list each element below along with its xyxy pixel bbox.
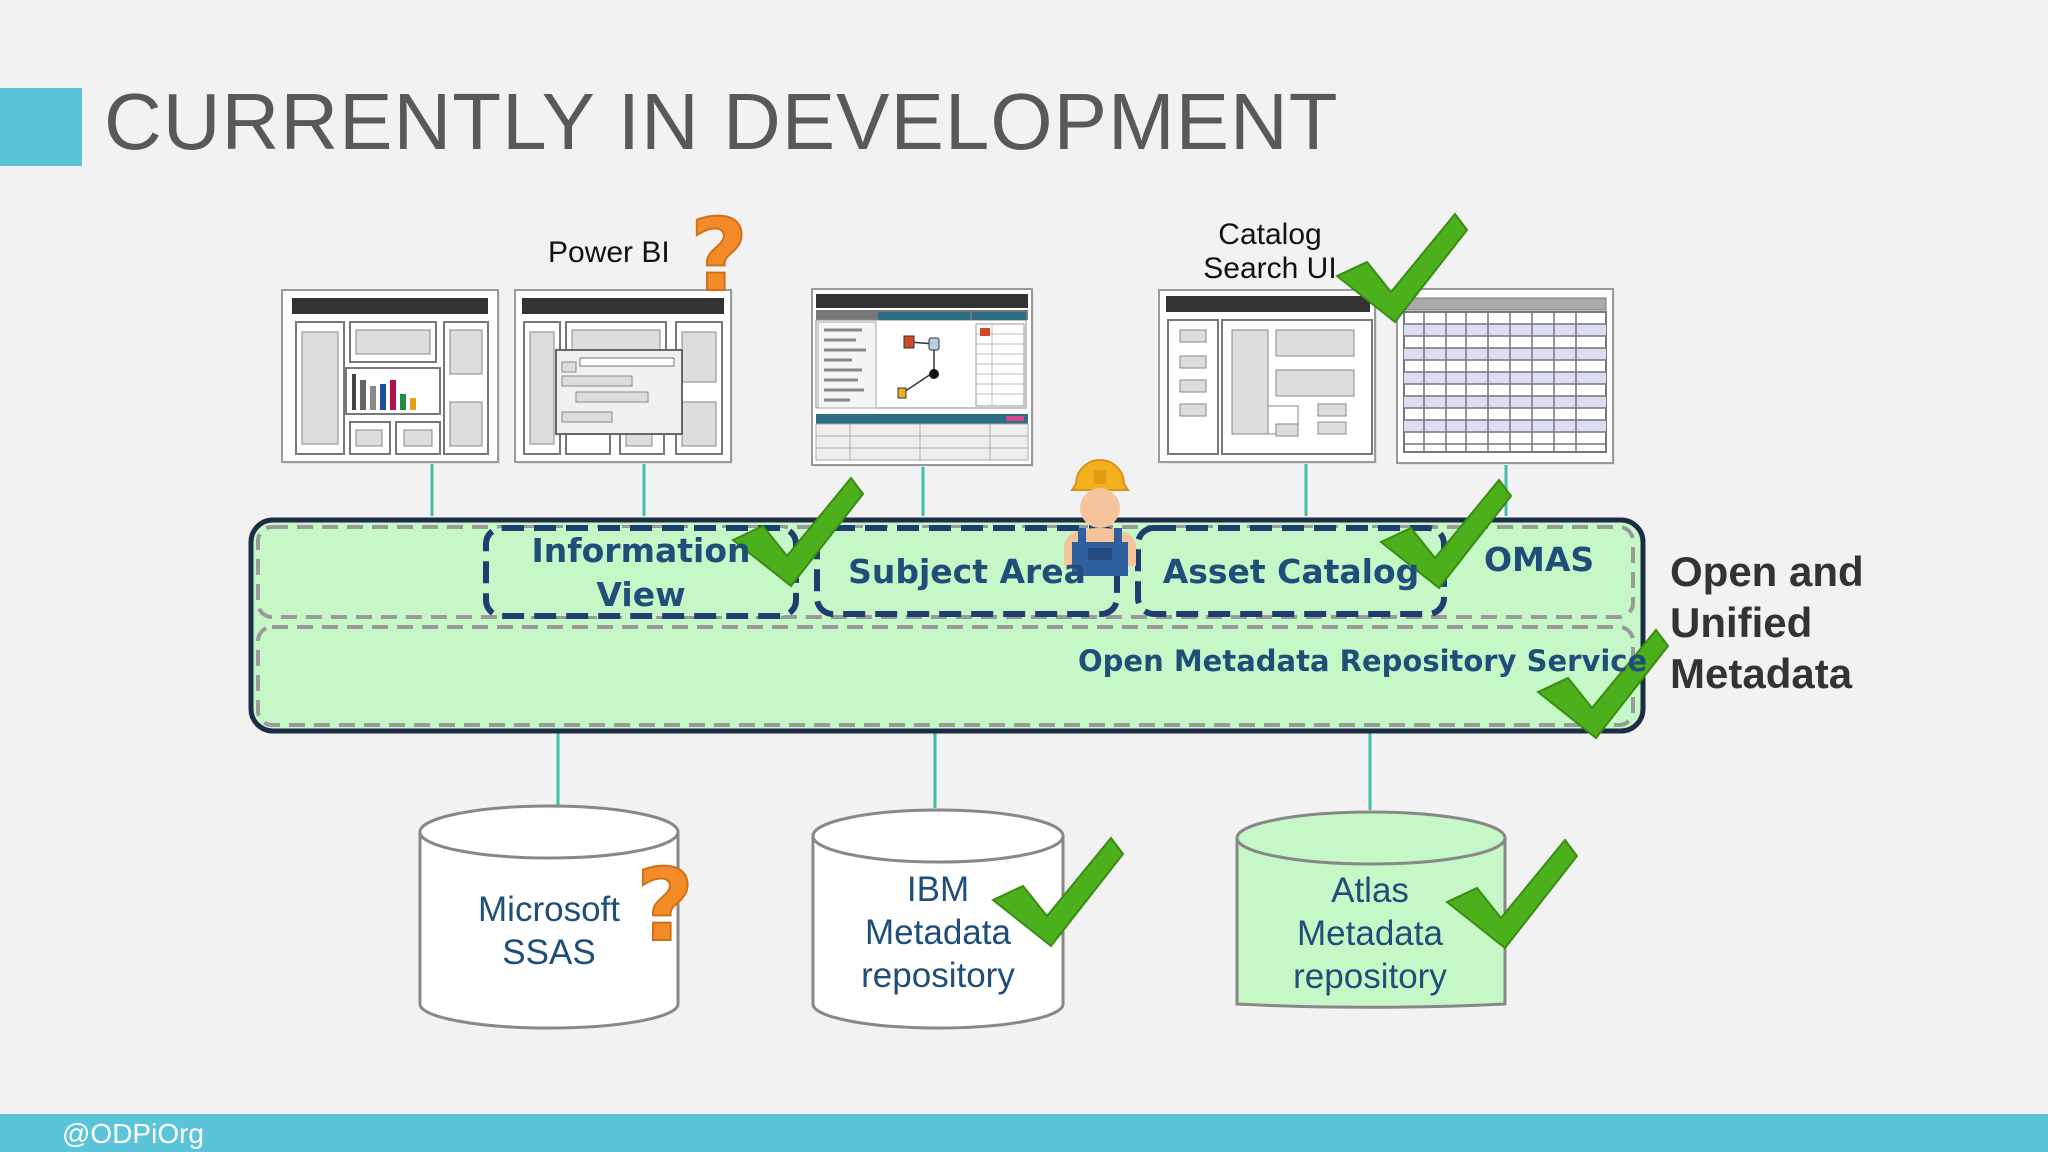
grid-spreadsheet-screen <box>1396 288 1615 465</box>
atlas-label-line2: Metadata <box>1297 914 1443 953</box>
subject-area-label: Subject Area <box>848 552 1086 591</box>
catalog-search-label: Catalog Search UI <box>1170 218 1370 286</box>
ibm-label-line1: IBM <box>906 870 970 909</box>
side-label-line1: Open and <box>1670 548 1864 595</box>
information-view-label: Information View <box>510 529 772 617</box>
ssas-label-line1: Microsoft <box>478 890 620 929</box>
power-bi-question-icon <box>689 196 750 315</box>
ssas-label-line2: SSAS <box>502 933 596 972</box>
ssas-label: Microsoft SSAS <box>449 888 649 974</box>
power-bi-dashboard-screen <box>281 289 500 464</box>
database-cylinder-ibm <box>811 808 1065 1030</box>
open-unified-metadata-label: Open and Unified Metadata <box>1670 546 1864 699</box>
lineage-tool-screen <box>811 288 1034 467</box>
repository-service-label: Open Metadata Repository Service <box>1078 644 1648 678</box>
atlas-label-line3: repository <box>1293 957 1447 996</box>
omas-label: OMAS <box>1484 540 1595 579</box>
catalog-search-label-line1: Catalog <box>1218 218 1322 251</box>
construction-worker-icon <box>1064 459 1136 576</box>
power-bi-label: Power BI <box>548 236 670 269</box>
connector-lines <box>430 462 1508 810</box>
catalog-search-ui-screen <box>1158 289 1377 464</box>
subject-area-box <box>814 525 1120 617</box>
information-view-line1: Information <box>531 531 751 570</box>
slide-title: CURRENTLY IN DEVELOPMENT <box>104 77 1339 166</box>
footer-bar <box>0 1114 2048 1152</box>
ibm-label-line2: Metadata <box>865 913 1011 952</box>
information-view-line2: View <box>596 575 686 614</box>
footer-handle[interactable]: @ODPiOrg <box>62 1118 204 1149</box>
asset-catalog-label: Asset Catalog <box>1162 552 1420 591</box>
ibm-repository-label: IBM Metadata repository <box>838 868 1038 997</box>
database-cylinder-atlas <box>1235 810 1507 1009</box>
ibm-label-line3: repository <box>861 956 1015 995</box>
side-label-line2: Unified <box>1670 599 1813 646</box>
atlas-repository-label: Atlas Metadata repository <box>1270 869 1470 998</box>
power-bi-report-screen <box>514 289 733 464</box>
catalog-search-label-line2: Search UI <box>1203 252 1337 285</box>
atlas-label-line1: Atlas <box>1331 871 1409 910</box>
title-accent-bar <box>0 88 82 166</box>
database-cylinder-ssas <box>418 804 680 1030</box>
side-label-line3: Metadata <box>1670 650 1853 697</box>
